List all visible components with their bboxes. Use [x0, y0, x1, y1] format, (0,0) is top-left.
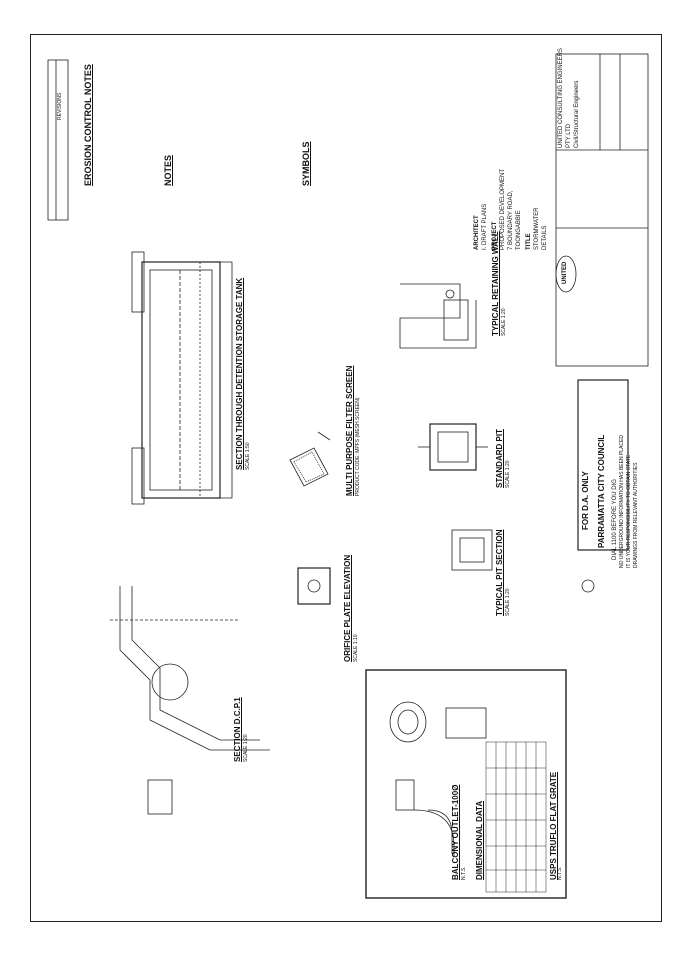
dimensional-data-title: DIMENSIONAL DATA — [475, 800, 484, 880]
stamp-note2: NO UNDERGROUND INFORMATION HAS BEEN PLAC… — [619, 435, 625, 568]
dcp-section-title: SECTION D.C.P.1 — [233, 697, 242, 762]
standard-pit-title: STANDARD PIT — [495, 429, 504, 488]
notes-heading: NOTES — [163, 154, 173, 186]
title-line2: DETAILS — [542, 225, 548, 250]
tank-section-drawing — [131, 251, 233, 505]
dcp-section-scale: SCALE 1:20 — [243, 734, 249, 762]
stamp-note4: DRAWINGS FROM RELEVANT AUTHORITIES — [633, 462, 639, 568]
project-line3: TOONGABBIE — [516, 210, 522, 250]
retaining-wall-title: TYPICAL RETAINING WALL — [491, 231, 500, 336]
grate-scale: N.T.S. — [557, 866, 563, 880]
company-line3: Civil/Structural Engineers — [574, 80, 580, 148]
company-name: UNITED CONSULTING ENGINEERS — [558, 48, 564, 148]
revisions-label: REVISIONS — [57, 92, 63, 120]
architect-label: ARCHITECT — [474, 215, 480, 250]
project-line1: PROPOSED DEVELOPMENT — [500, 168, 506, 250]
retaining-wall-drawing — [399, 283, 477, 349]
logo-text: UNITED — [562, 261, 568, 284]
standard-pit-scale: SCALE 1:20 — [505, 460, 511, 488]
standard-pit-drawing — [418, 423, 488, 471]
retaining-wall-scale: SCALE 1:20 — [501, 308, 507, 336]
tank-section-title: SECTION THROUGH DETENTION STORAGE TANK — [235, 277, 244, 470]
stamp-line1: FOR D.A. ONLY — [581, 471, 590, 530]
pit-section-scale: SCALE 1:20 — [505, 588, 511, 616]
symbols-heading: SYMBOLS — [301, 141, 311, 186]
stamp-note3: IT IS YOUR RESPONSIBILITY TO OBTAIN STAT… — [626, 454, 632, 568]
orifice-title: ORIFICE PLATE ELEVATION — [343, 554, 352, 662]
pit-section-title: TYPICAL PIT SECTION — [495, 529, 504, 616]
filter-screen-title: MULTI PURPOSE FILTER SCREEN — [345, 365, 354, 496]
company-sub: PTY LTD — [566, 123, 572, 148]
balcony-outlet-frame — [365, 669, 567, 899]
filter-screen-drawing — [289, 431, 331, 487]
erosion-heading: EROSION CONTROL NOTES — [83, 64, 93, 186]
stamp-note1: DIAL 1100 BEFORE YOU DIG — [612, 479, 618, 560]
title-line1: STORMWATER — [534, 207, 540, 250]
orifice-scale: SCALE 1:10 — [353, 634, 359, 662]
drawing-sheet — [30, 34, 662, 922]
balcony-outlet-scale: N.T.S. — [461, 866, 467, 880]
balcony-outlet-title: BALCONY OUTLET-100Ø — [451, 784, 460, 880]
balcony-outlet-drawing — [389, 701, 487, 856]
grate-title: USPS TRUFLO FLAT GRATE — [549, 771, 558, 880]
filter-screen-scale: PRODUCT CODE: MPFS (MESH SCREEN) — [355, 397, 361, 496]
tank-section-scale: SCALE 1:50 — [245, 442, 251, 470]
dimensional-table — [485, 741, 547, 893]
orifice-plate-drawing — [297, 567, 331, 605]
project-line2: 7 BOUNDARY ROAD, — [508, 190, 514, 250]
pit-section-drawing — [451, 529, 493, 571]
architect-line: I. DRAFT PLANS — [482, 203, 488, 250]
dcp-section-drawing — [110, 586, 270, 815]
title-label: TITLE — [526, 233, 532, 250]
stamp-line2: PARRAMATTA CITY COUNCIL — [597, 434, 606, 548]
